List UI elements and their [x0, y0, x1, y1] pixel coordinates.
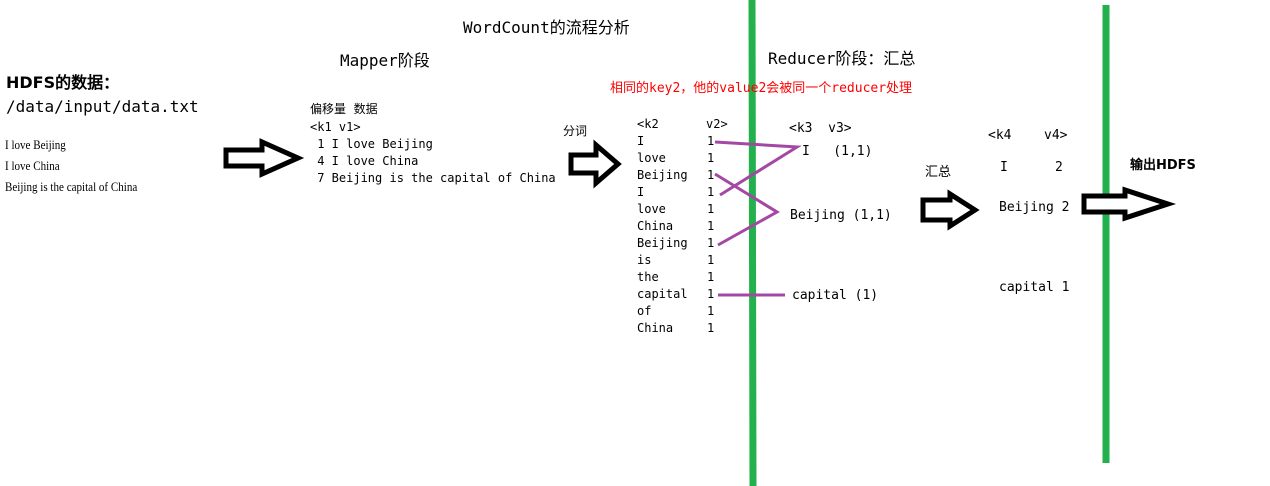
k2-word: is	[637, 253, 652, 267]
v2-header: v2>	[706, 117, 728, 131]
output-label: 输出HDFS	[1130, 158, 1196, 173]
connector-I	[714, 140, 802, 197]
v2-value: 1	[707, 151, 715, 165]
split-label: 分词	[563, 124, 588, 138]
arrow-right-icon	[223, 138, 305, 178]
v2-value: 1	[707, 270, 715, 284]
v2-value: 1	[707, 321, 715, 335]
hdfs-line: I love China	[5, 158, 60, 173]
v4-header: v4>	[1044, 128, 1068, 143]
k2-word: Beijing	[637, 168, 688, 182]
v2-value: 1	[707, 134, 715, 148]
hdfs-line: Beijing is the capital of China	[5, 179, 138, 194]
page-title: WordCount的流程分析	[463, 18, 630, 37]
v2-value: 1	[707, 219, 715, 233]
v2-value: 1	[707, 287, 715, 301]
reducer-note: 相同的key2，他的value2会被同一个reducer处理	[610, 81, 913, 96]
mapper-header: 偏移量 数据	[310, 102, 378, 116]
hdfs-path: /data/input/data.txt	[6, 97, 199, 116]
hdfs-label: HDFS的数据：	[6, 73, 120, 92]
k2-word: I	[637, 134, 645, 148]
k2-word: of	[637, 304, 652, 318]
v2-value: 1	[707, 304, 715, 318]
v2-value: 1	[707, 236, 715, 250]
group-Beijing: Beijing (1,1)	[790, 208, 892, 223]
divider-line-1	[748, 0, 757, 486]
group-I: I (1,1)	[802, 144, 873, 159]
arrow-right-icon	[568, 139, 622, 189]
mapper-title: Mapper阶段	[340, 51, 430, 70]
group-capital: capital (1)	[792, 288, 879, 303]
result-row: capital 1	[999, 280, 1070, 295]
k2-word: love	[637, 202, 666, 216]
k2-word: Beijing	[637, 236, 688, 250]
mapper-row: 1 I love Beijing	[310, 137, 433, 151]
arrow-right-icon	[920, 189, 980, 231]
reducer-title: Reducer阶段：汇总	[768, 49, 916, 68]
k2-word: China	[637, 219, 674, 233]
hdfs-line: I love Beijing	[5, 137, 66, 152]
k2-word: capital	[637, 287, 688, 301]
k4-header: <k4	[988, 128, 1012, 143]
connector-Beijing	[714, 172, 780, 247]
arrow-right-icon	[1081, 186, 1177, 222]
result-row: Beijing 2	[999, 200, 1070, 215]
k2-word: the	[637, 270, 659, 284]
k2-word: love	[637, 151, 666, 165]
k3-header: <k3 v3>	[789, 121, 852, 136]
summary-label: 汇总	[925, 165, 952, 180]
mapper-row: 7 Beijing is the capital of China	[310, 171, 556, 185]
v2-value: 1	[707, 253, 715, 267]
v2-value: 1	[707, 202, 715, 216]
k2-header: <k2	[637, 117, 659, 131]
mapper-kv: <k1 v1>	[310, 120, 361, 134]
k2-word: China	[637, 321, 674, 335]
v2-value: 1	[707, 168, 715, 182]
v2-value: 1	[707, 185, 715, 199]
result-value: 2	[1055, 160, 1063, 175]
result-key: I	[1000, 160, 1008, 175]
k2-word: I	[637, 185, 645, 199]
mapper-row: 4 I love China	[310, 154, 419, 168]
